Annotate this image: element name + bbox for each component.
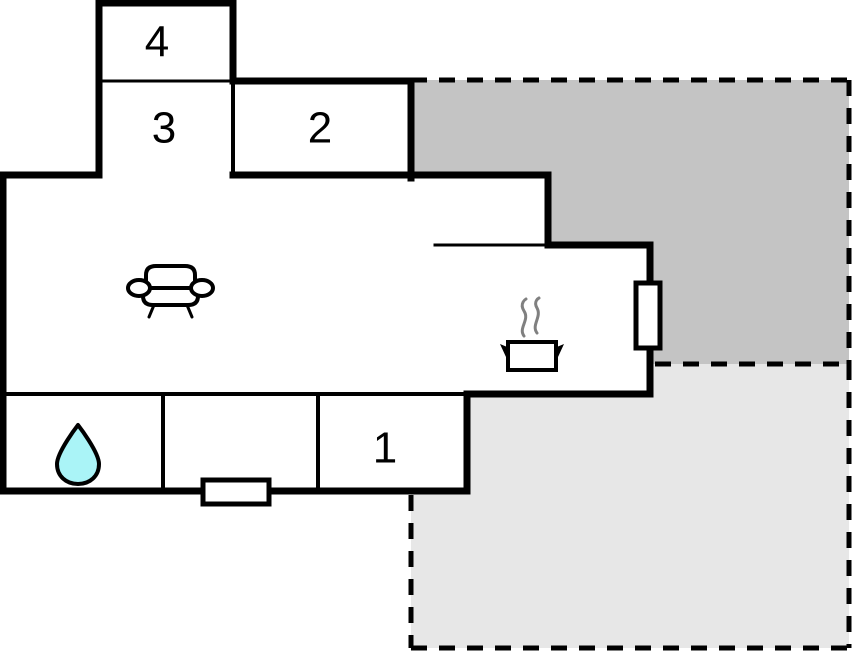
room-2-number: 2 bbox=[308, 104, 332, 153]
water-drop-shape bbox=[55, 423, 101, 486]
steam-icon bbox=[520, 296, 541, 338]
sofa-icon bbox=[126, 264, 215, 319]
room-2-fill bbox=[233, 81, 411, 175]
cooking-pot-icon bbox=[500, 296, 564, 372]
sofa-arm-right bbox=[189, 278, 215, 298]
water-drop-icon bbox=[55, 423, 101, 486]
door-icon-right-wall[interactable] bbox=[633, 280, 663, 351]
pot-body bbox=[506, 340, 558, 372]
sofa-seat bbox=[141, 286, 200, 307]
room-4-number: 4 bbox=[145, 18, 169, 67]
lower-terrace-area bbox=[411, 364, 849, 648]
room-3-fill bbox=[96, 81, 233, 175]
exterior-walls bbox=[0, 0, 654, 495]
room-4-fill bbox=[96, 3, 233, 81]
doors bbox=[200, 280, 663, 507]
interior-walls bbox=[1, 79, 550, 493]
steam-wisp-right bbox=[533, 296, 541, 335]
room-3-number: 3 bbox=[152, 104, 176, 153]
room-number-labels: 4 3 2 1 bbox=[145, 18, 397, 473]
room-1-number: 1 bbox=[373, 424, 397, 473]
door-icon-entrance[interactable] bbox=[200, 477, 272, 507]
steam-wisp-left bbox=[520, 297, 528, 338]
sofa-backrest bbox=[144, 264, 197, 292]
sofa-arm-left bbox=[126, 278, 152, 298]
sofa-leg-right bbox=[185, 303, 194, 319]
sofa-leg-left bbox=[147, 303, 156, 319]
